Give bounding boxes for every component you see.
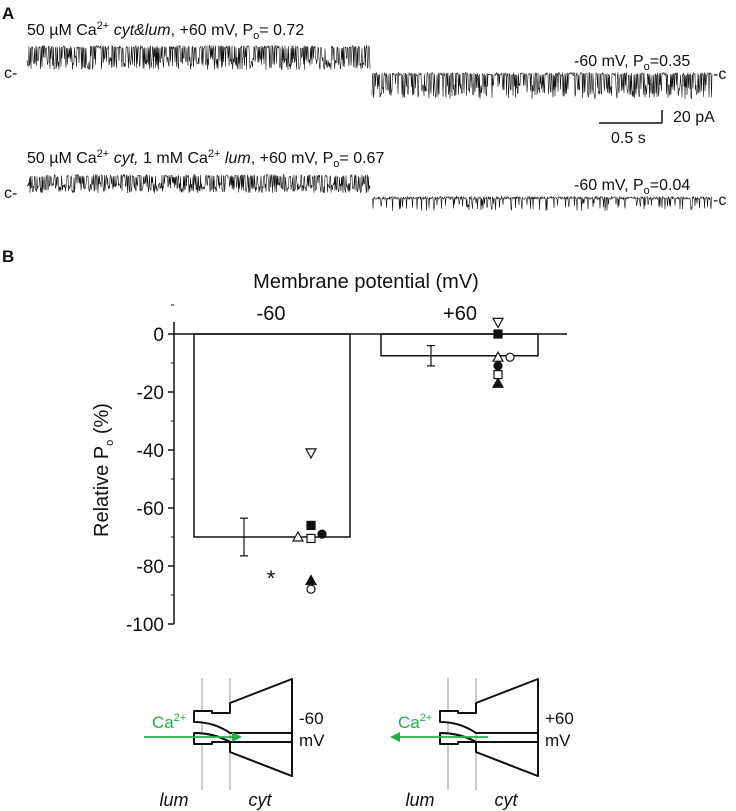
trace2-closed-right: -c <box>713 192 726 209</box>
trace1-right-label: -60 mV, Po=0.35 <box>574 53 690 73</box>
channel-lower-lip <box>193 732 231 743</box>
y-axis-label: Relative Po (%) <box>91 403 116 537</box>
voltage-label: -60 <box>299 709 324 728</box>
bar-0 <box>193 333 351 538</box>
trace2-right-label: -60 mV, Po=0.04 <box>574 177 690 197</box>
trace2-closed-left: c- <box>4 185 17 202</box>
channel-upper-half <box>193 678 293 734</box>
ion-label: Ca2+ <box>152 712 186 732</box>
channel-lower-lip <box>439 732 477 743</box>
significance-star: * <box>267 566 276 591</box>
ion-label: Ca2+ <box>398 712 432 732</box>
trace2-right-segment <box>371 195 713 211</box>
point-square-filled-0 <box>306 520 316 531</box>
point-triangle-up-filled-1 <box>491 377 505 388</box>
point-circle-open-1 <box>505 352 515 362</box>
voltage-unit: mV <box>545 731 571 750</box>
y-tick-label: -20 <box>137 383 164 404</box>
point-circle-open-0 <box>306 584 316 594</box>
scalebar-current-label: 20 pA <box>673 109 715 126</box>
bar-chart: 0 -20 -40 -60 -80 -100 -60 +60 <box>126 303 567 636</box>
category-label-0: -60 <box>257 303 286 325</box>
point-circle-filled-1 <box>493 361 503 371</box>
ion-flow-arrowhead <box>232 732 242 742</box>
y-tick-label: -40 <box>137 441 164 462</box>
trace2-left-segment <box>26 173 371 194</box>
y-tick-label: -100 <box>126 615 164 636</box>
chart-title: Membrane potential (mV) <box>253 271 479 293</box>
bar-1 <box>380 333 539 357</box>
trace1-left-path <box>26 44 371 71</box>
scalebar-time-label: 0.5 s <box>611 130 646 147</box>
point-circle-filled-0 <box>317 529 327 539</box>
lumen-label: lum <box>159 790 188 810</box>
channel-lower-cone <box>229 741 293 777</box>
trace1-title: 50 µM Ca2+ cyt&lum, +60 mV, Po= 0.72 <box>27 20 304 42</box>
category-label-1: +60 <box>443 303 477 325</box>
trace2-title: 50 µM Ca2+ cyt, 1 mM Ca2+ lum, +60 mV, P… <box>27 148 384 170</box>
panel-a-label: A <box>2 4 14 23</box>
channel-lower-cone <box>475 741 539 777</box>
trace1-closed-right: -c <box>713 66 726 83</box>
y-tick-label: -80 <box>137 557 164 578</box>
y-tick-label: 0 <box>153 325 164 346</box>
trace1-left-segment <box>26 44 371 71</box>
channel-diagrams: Ca2+ -60 mV lum cyt Ca2+ +60 mV lum cyt <box>144 678 574 810</box>
voltage-label: +60 <box>545 709 574 728</box>
cytosol-label: cyt <box>494 790 518 810</box>
point-triangle-down-open-1 <box>491 317 505 329</box>
trace2-left-path <box>26 173 371 194</box>
y-tick-label: -60 <box>137 499 164 520</box>
point-square-filled-1 <box>493 329 503 339</box>
ion-flow-arrowhead <box>390 732 400 742</box>
trace1-closed-left: c- <box>4 65 17 82</box>
panel-b-label: B <box>2 247 14 266</box>
cytosol-label: cyt <box>248 790 272 810</box>
lumen-label: lum <box>405 790 434 810</box>
point-triangle-up-open-1 <box>491 350 505 362</box>
point-square-open-0 <box>306 533 316 544</box>
voltage-unit: mV <box>299 731 325 750</box>
channel-upper-half <box>439 678 539 734</box>
diagram-positive-60: Ca2+ +60 mV lum cyt <box>390 678 574 810</box>
trace1-right-segment <box>371 71 713 100</box>
point-triangle-up-open-0 <box>291 530 305 542</box>
point-triangle-down-open-0 <box>304 448 318 460</box>
diagram-negative-60: Ca2+ -60 mV lum cyt <box>144 678 325 810</box>
trace2-right-path <box>371 195 713 211</box>
point-triangle-up-filled-0 <box>304 574 318 586</box>
trace1-right-path <box>371 71 713 100</box>
